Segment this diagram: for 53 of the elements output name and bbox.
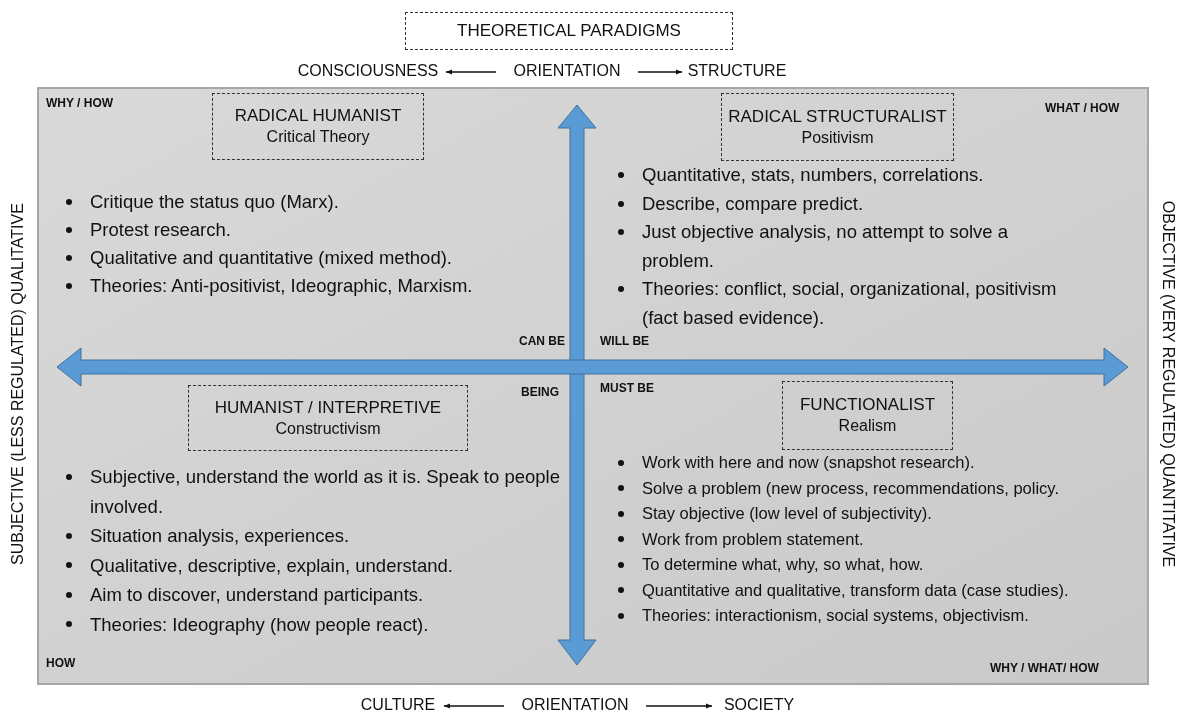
bullet-text: Critique the status quo (Marx). <box>90 191 339 212</box>
side-axis-label: OBJECTIVE (VERY REGULATED) QUANTITATIVE <box>1159 199 1177 570</box>
bullet-text: Protest research. <box>90 219 231 240</box>
quadrant-label: MUST BE <box>600 381 654 395</box>
box-subheading: Critical Theory <box>266 127 370 148</box>
bullet-text: Quantitative, stats, numbers, correlations. <box>642 164 984 185</box>
arrow <box>637 69 683 75</box>
bullet-text: Qualitative, descriptive, explain, understand. <box>90 554 453 576</box>
corner-label: WHAT / HOW <box>1045 101 1120 115</box>
bullet-text: Stay objective (low level of subjectivity). <box>642 504 932 522</box>
bullet-text: Situation analysis, experiences. <box>90 525 350 546</box>
box-subheading: Constructivism <box>275 418 381 439</box>
arrow <box>445 69 497 75</box>
quadrant-label: CAN BE <box>519 334 565 348</box>
axis-term: STRUCTURE <box>682 60 792 82</box>
bullet-text: Theories: interactionism, social systems, objectivism. <box>642 606 1029 624</box>
bullet-text: Theories: Ideography (how people react). <box>90 613 429 635</box>
axis-term: ORIENTATION <box>508 694 642 716</box>
paradigm-box <box>212 93 424 160</box>
axis-term: CULTURE <box>352 694 444 716</box>
paradigm-box: THEORETICAL PARADIGMS <box>405 12 733 50</box>
box-heading: FUNCTIONALIST <box>799 394 936 417</box>
bullet-text: To determine what, why, so what, how. <box>642 555 924 573</box>
bullet-text: Subjective, understand the world as it is. Speak to people involved. <box>90 466 560 517</box>
axis-term: SOCIETY <box>712 694 806 716</box>
corner-label: WHY / HOW <box>46 96 114 110</box>
box-heading: RADICAL STRUCTURALIST <box>728 105 947 128</box>
paradigm-box <box>721 93 954 161</box>
box-subheading: Realism <box>838 416 897 437</box>
axis-term: CONSCIOUSNESS <box>290 60 446 82</box>
bullet-text: Quantitative and qualitative, transform data (case studies). <box>642 580 1069 599</box>
bullet-text: Work from problem statement. <box>642 529 864 548</box>
paradigm-box <box>188 385 468 451</box>
box-heading: RADICAL HUMANIST <box>234 105 402 128</box>
bullet-text: Theories: Anti-positivist, Ideographic, Marxism. <box>90 275 473 296</box>
arrow <box>443 703 505 709</box>
bullet-text: Work with here and now (snapshot research). <box>642 453 975 471</box>
bullet-text: Describe, compare predict. <box>642 192 864 214</box>
corner-label: HOW <box>46 656 76 670</box>
quadrant-label: BEING <box>521 385 559 399</box>
paradigm-box <box>782 381 953 450</box>
bullet-text: Qualitative and quantitative (mixed method). <box>90 247 452 268</box>
bullet-text: Aim to discover, understand participants. <box>90 584 424 605</box>
axis-term: ORIENTATION <box>500 60 634 82</box>
corner-label: WHY / WHAT/ HOW <box>990 661 1099 675</box>
bullet-text: Theories: conflict, social, organizational, positivism (fact based evidence). <box>642 278 1057 328</box>
bullet-text: Solve a problem (new process, recommendations, policy. <box>642 478 1059 497</box>
quadrant-label: WILL BE <box>600 334 650 348</box>
bullet-text: Just objective analysis, no attempt to solve a problem. <box>642 221 1009 271</box>
box-heading: HUMANIST / INTERPRETIVE <box>214 396 442 419</box>
side-axis-label: SUBJECTIVE (LESS REGULATED) QUALITATIVE <box>9 202 27 567</box>
box-subheading: Positivism <box>801 127 874 148</box>
arrow <box>645 703 713 709</box>
